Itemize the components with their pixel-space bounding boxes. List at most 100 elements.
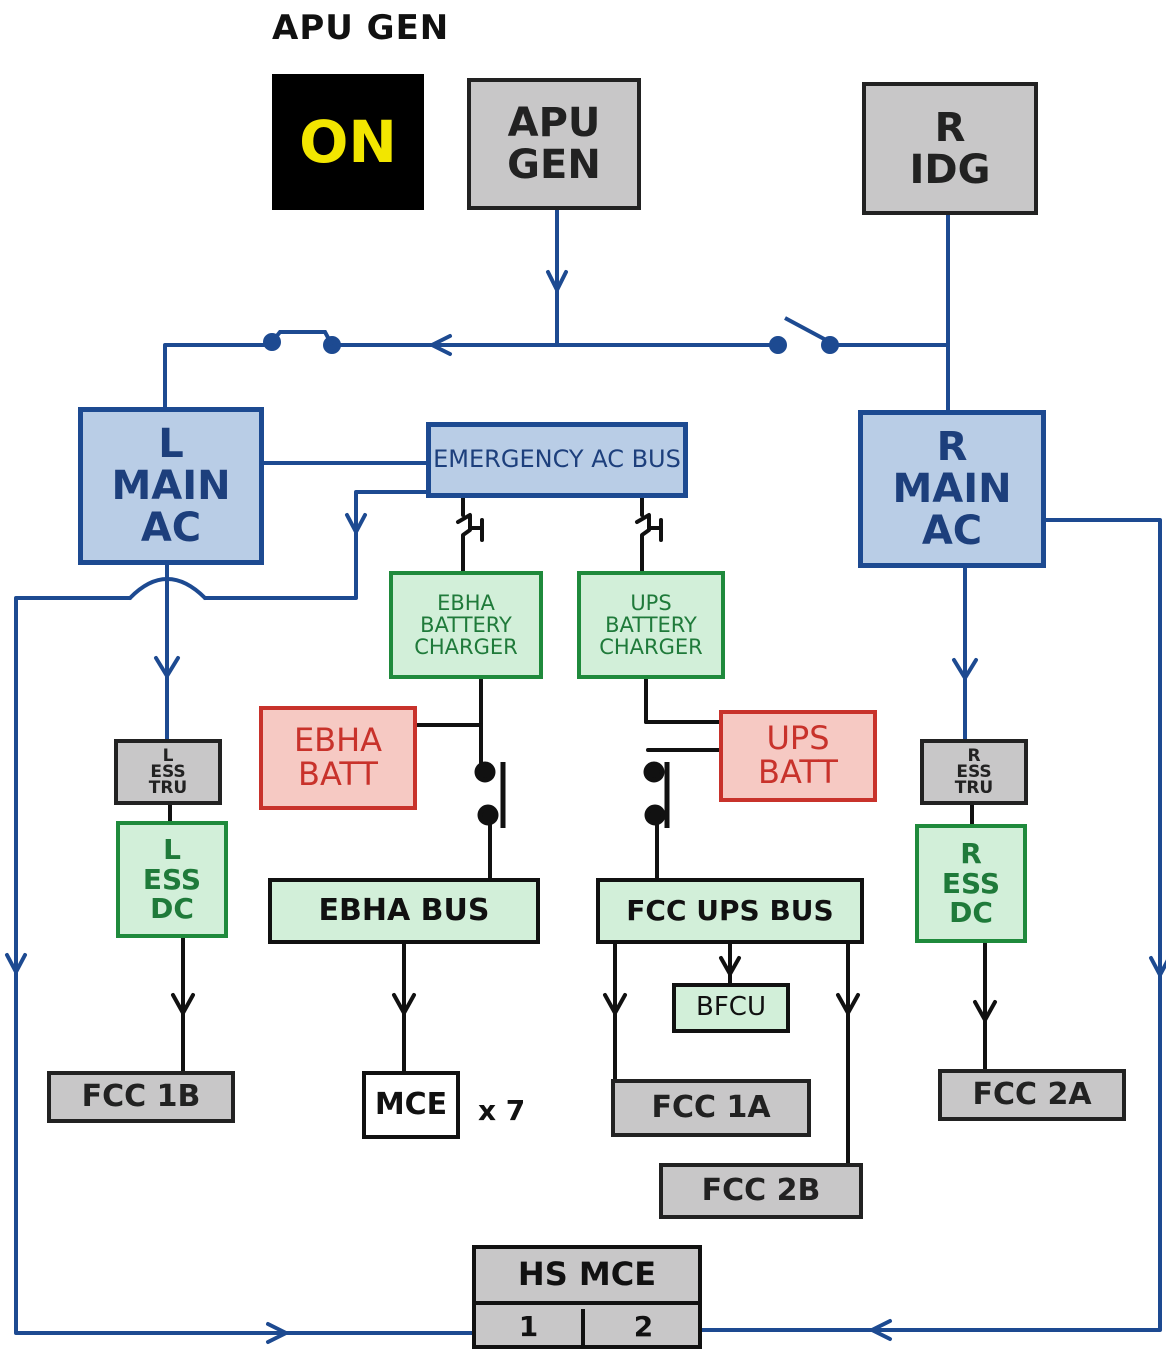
l-main-ac-line-2: MAIN xyxy=(111,463,231,509)
l-main-ac-bus: L MAIN AC xyxy=(78,407,264,565)
arrow-mce xyxy=(392,993,416,1015)
ebha-charger-line-2: BATTERY xyxy=(420,612,512,637)
r-main-ac-line-2: MAIN xyxy=(892,466,1012,512)
wire-tie-bus-left xyxy=(163,343,272,412)
arrow-l-tru xyxy=(154,656,180,678)
arrow-left-right xyxy=(266,1322,288,1344)
ups-battery: UPS BATT xyxy=(719,710,877,802)
l-main-ac-line-3: AC xyxy=(140,505,202,551)
apu-gen-line-1: APU xyxy=(507,100,601,146)
hs-mce-2-label: 2 xyxy=(633,1310,654,1344)
l-ess-dc-line-2: ESS xyxy=(142,862,202,896)
l-ess-tru-line-3: TRU xyxy=(148,778,188,799)
r-idg-line-2: IDG xyxy=(909,146,991,193)
wire-emergency-ebha-charger xyxy=(456,495,472,574)
l-ess-dc-bus: L ESS DC xyxy=(116,821,228,938)
arrow-bfcu xyxy=(719,956,741,976)
ebha-bus-label: EBHA BUS xyxy=(318,893,490,929)
r-ess-tru-line-3: TRU xyxy=(954,778,994,799)
l-ess-tru-line-1: L xyxy=(162,745,174,766)
arrow-r-tru xyxy=(952,658,978,680)
breaker-ups-charger xyxy=(647,518,663,542)
arrow-emergency-loop xyxy=(345,513,367,534)
page-title: APU GEN xyxy=(272,8,450,48)
r-ess-dc-line-1: R xyxy=(960,837,982,871)
r-ess-tru-line-1: R xyxy=(967,745,981,766)
ups-charger-line-3: CHARGER xyxy=(599,635,703,660)
hs-mce-1: 1 xyxy=(476,1309,585,1345)
wire-right-loop xyxy=(700,518,1162,1332)
r-ess-tru: R ESS TRU xyxy=(920,739,1028,805)
ebha-charger-line-3: CHARGER xyxy=(414,635,518,660)
hs-mce-box: HS MCE 1 2 xyxy=(472,1245,702,1349)
mce-quantity: x 7 xyxy=(478,1094,526,1127)
wire-left-loop xyxy=(14,596,475,1335)
arrow-fcc-2a xyxy=(973,1000,997,1022)
ups-charger-line-2: BATTERY xyxy=(605,612,697,637)
arrow-right-left xyxy=(870,1319,892,1341)
ups-bus-contactor xyxy=(643,761,670,828)
bfcu-box: BFCU xyxy=(672,983,790,1033)
r-main-ac-bus: R MAIN AC xyxy=(858,410,1046,568)
fcc-2b-label: FCC 2B xyxy=(701,1173,821,1209)
ebha-battery-charger: EBHA BATTERY CHARGER xyxy=(389,571,543,679)
ebha-charger-line-1: EBHA xyxy=(437,590,495,615)
r-ess-tru-line-2: ESS xyxy=(956,761,992,782)
arrow-fcc-2b xyxy=(836,993,860,1015)
ups-battery-charger: UPS BATTERY CHARGER xyxy=(577,571,725,679)
fcc-1a-box: FCC 1A xyxy=(611,1079,811,1137)
r-main-ac-line-1: R xyxy=(936,424,968,470)
apu-gen-box: APU GEN xyxy=(467,78,641,210)
l-ess-dc-line-3: DC xyxy=(150,892,194,926)
apu-gen-on-annunciator[interactable]: ON xyxy=(272,74,424,210)
apu-gen-line-2: GEN xyxy=(507,142,601,188)
wire-emergency-loop xyxy=(203,490,430,600)
wire-emergency-ups-charger xyxy=(635,495,651,574)
hs-mce-1-label: 1 xyxy=(518,1310,539,1344)
mce-label: MCE xyxy=(374,1087,448,1123)
fcc-ups-bus: FCC UPS BUS xyxy=(596,878,864,944)
bfcu-label: BFCU xyxy=(696,992,766,1023)
fcc-ups-bus-label: FCC UPS BUS xyxy=(626,894,834,928)
arrow-left-down xyxy=(5,953,27,974)
ebha-batt-line-1: EBHA xyxy=(293,721,383,760)
l-ess-dc-line-1: L xyxy=(163,833,181,867)
fcc-2b-box: FCC 2B xyxy=(659,1163,863,1219)
hs-mce-title-label: HS MCE xyxy=(517,1255,657,1294)
mce-box: MCE xyxy=(362,1071,460,1139)
emergency-ac-bus: EMERGENCY AC BUS xyxy=(426,422,688,498)
ebha-battery: EBHA BATT xyxy=(259,706,417,810)
ebha-bus-contactor xyxy=(474,761,506,828)
arrow-fcc-1b xyxy=(171,993,195,1015)
breaker-ebha-charger xyxy=(468,518,484,542)
fcc-2a-label: FCC 2A xyxy=(972,1077,1092,1113)
bus-tie-open xyxy=(769,316,839,354)
annunciator-label: ON xyxy=(299,107,397,176)
bus-tie-closed xyxy=(263,330,341,354)
fcc-2a-box: FCC 2A xyxy=(938,1069,1126,1121)
l-ess-tru-line-2: ESS xyxy=(150,761,186,782)
l-main-ac-line-1: L xyxy=(158,421,184,467)
ups-charger-line-1: UPS xyxy=(630,590,672,615)
ups-batt-line-2: BATT xyxy=(758,753,838,791)
ebha-bus: EBHA BUS xyxy=(268,878,540,944)
arrow-right-down xyxy=(1149,956,1166,977)
ups-batt-line-1: UPS xyxy=(766,719,830,758)
r-main-ac-line-3: AC xyxy=(921,508,983,554)
r-ess-dc-line-3: DC xyxy=(949,896,993,930)
hs-mce-title: HS MCE xyxy=(476,1249,698,1305)
ebha-batt-line-2: BATT xyxy=(298,755,378,793)
r-idg-box: R IDG xyxy=(862,82,1038,215)
r-ess-dc-line-2: ESS xyxy=(941,866,1001,900)
fcc-1b-label: FCC 1B xyxy=(81,1079,201,1115)
arrow-fcc-1a xyxy=(603,993,627,1015)
r-idg-line-1: R xyxy=(934,104,966,151)
l-ess-tru: L ESS TRU xyxy=(114,739,222,805)
fcc-1a-label: FCC 1A xyxy=(651,1090,771,1126)
fcc-1b-box: FCC 1B xyxy=(47,1071,235,1123)
emergency-ac-bus-label: EMERGENCY AC BUS xyxy=(433,445,681,474)
arrow-tie-bus xyxy=(430,334,452,356)
r-ess-dc-bus: R ESS DC xyxy=(915,824,1027,943)
hs-mce-2: 2 xyxy=(589,1309,698,1345)
